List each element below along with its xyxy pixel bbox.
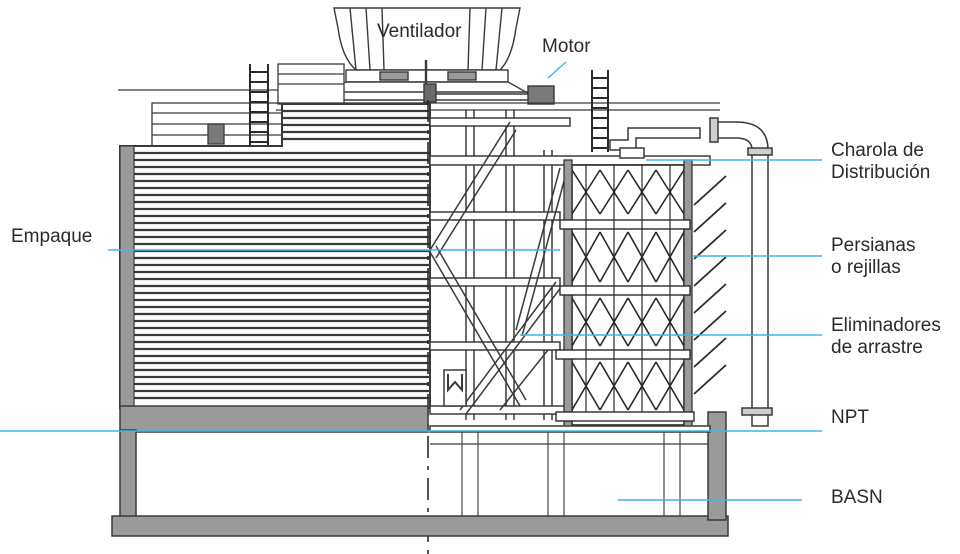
label-distribution-tray-line1: Charola de <box>831 140 924 161</box>
motor-unit <box>423 83 555 105</box>
label-distribution-tray: Charola de Distribución <box>831 140 930 184</box>
distribution-pipe <box>609 117 773 427</box>
label-drift-eliminators-line2: de arrastre <box>831 337 923 358</box>
leader-motor <box>547 61 567 79</box>
top-deck <box>118 63 720 148</box>
label-packing: Empaque <box>11 226 93 247</box>
label-npt: NPT <box>831 407 869 428</box>
ladder-left <box>249 64 269 148</box>
label-louvers: Persianas o rejillas <box>831 235 916 279</box>
label-fan: Ventilador <box>377 21 462 42</box>
packing-exterior <box>119 103 431 409</box>
label-basin: BASN <box>831 487 883 508</box>
basin <box>111 405 729 537</box>
leader-lines <box>0 61 822 501</box>
louver-stack <box>555 159 695 429</box>
label-louvers-line1: Persianas <box>831 235 916 256</box>
label-motor: Motor <box>542 36 591 57</box>
label-drift-eliminators-line1: Eliminadores <box>831 315 941 336</box>
label-drift-eliminators: Eliminadores de arrastre <box>831 315 941 359</box>
ladder-right <box>591 70 609 152</box>
exterior-louvers <box>693 175 727 395</box>
access-door <box>443 369 467 407</box>
label-louvers-line2: o rejillas <box>831 257 901 278</box>
label-distribution-tray-line2: Distribución <box>831 162 931 183</box>
